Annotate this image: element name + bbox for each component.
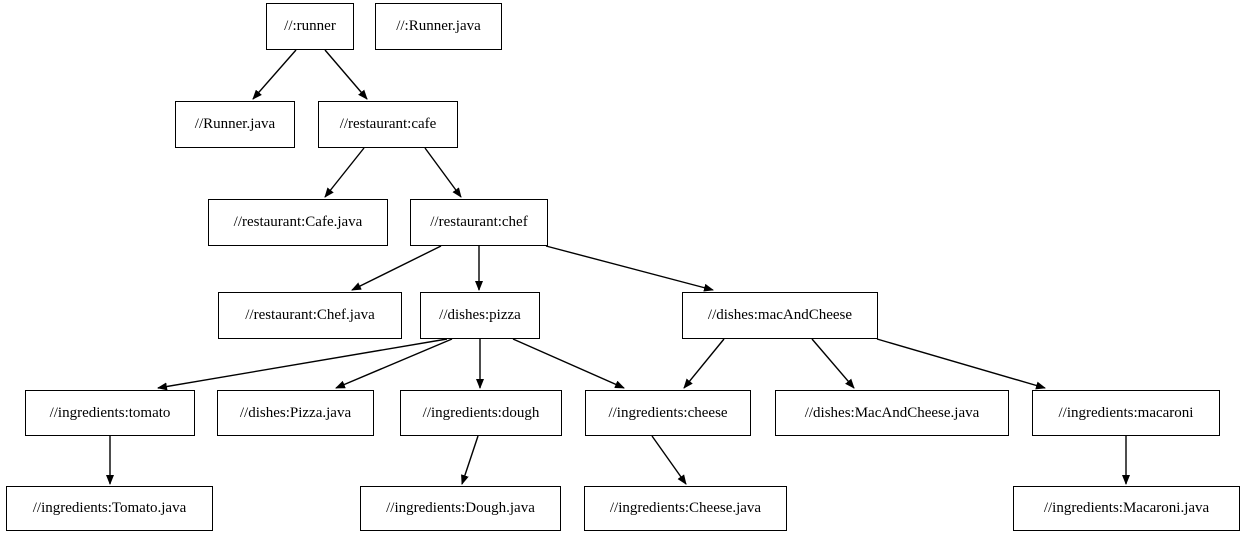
graph-node-label: //ingredients:dough [422,404,540,421]
graph-node-dishes_pizza[interactable]: //dishes:pizza [420,292,540,339]
graph-node-ingredients_cheese[interactable]: //ingredients:cheese [585,390,751,436]
graph-node-label: //:Runner.java [396,18,481,34]
graph-node-dishes_pizza_java[interactable]: //dishes:Pizza.java [217,390,374,436]
graph-edge-restaurant_cafe-to-restaurant_chef [424,147,462,198]
graph-node-label: //ingredients:Tomato.java [32,500,187,516]
graph-node-label: //dishes:Pizza.java [239,404,352,421]
graph-node-dishes_macandcheese[interactable]: //dishes:macAndCheese [682,292,878,339]
graph-edge-ingredients_cheese-to-ingredients_cheese_java [651,435,687,485]
graph-node-label: //:runner [284,18,336,34]
graph-node-label: //ingredients:Dough.java [386,500,535,516]
graph-node-label: //ingredients:tomato [49,404,171,421]
graph-node-label: //restaurant:cafe [339,116,437,132]
graph-node-ingredients_cheese_java[interactable]: //ingredients:Cheese.java [584,486,787,531]
graph-edge-runner_target-to-restaurant_cafe [324,49,368,100]
graph-node-ingredients_tomato_java[interactable]: //ingredients:Tomato.java [6,486,213,531]
graph-node-label: //ingredients:Macaroni.java [1043,500,1210,516]
graph-node-label: //dishes:pizza [439,307,521,323]
graph-edge-dishes_macandcheese-to-ingredients_macaroni [876,338,1046,390]
graph-node-label: //ingredients:cheese [608,404,728,421]
graph-node-label: //Runner.java [194,116,276,132]
graph-node-restaurant_chef_java[interactable]: //restaurant:Chef.java [218,292,402,339]
graph-node-label: //ingredients:Cheese.java [609,500,762,516]
graph-edge-runner_target-to-runner_java [252,49,297,100]
graph-edge-restaurant_cafe-to-restaurant_cafe_java [324,147,365,198]
graph-edge-dishes_pizza-to-ingredients_cheese [512,338,625,389]
graph-node-label: //restaurant:Chef.java [245,307,375,323]
graph-edge-dishes_pizza-to-ingredients_tomato [157,338,448,391]
graph-edge-restaurant_chef-to-restaurant_chef_java [351,245,442,291]
graph-node-ingredients_tomato[interactable]: //ingredients:tomato [25,390,195,436]
graph-node-runner_java_root[interactable]: //:Runner.java [375,3,502,50]
graph-node-label: //ingredients:macaroni [1058,404,1194,421]
graph-edge-restaurant_chef-to-dishes_macandcheese [545,245,714,292]
graph-node-label: //restaurant:chef [430,214,528,230]
graph-edge-dishes_macandcheese-to-ingredients_cheese [683,338,725,389]
graph-node-ingredients_macaroni_java[interactable]: //ingredients:Macaroni.java [1013,486,1240,531]
graph-node-dishes_macandcheese_java[interactable]: //dishes:MacAndCheese.java [775,390,1009,436]
graph-node-restaurant_cafe_java[interactable]: //restaurant:Cafe.java [208,199,388,246]
graph-node-label: //dishes:macAndCheese [707,307,853,323]
graph-node-label: //dishes:MacAndCheese.java [804,404,980,421]
graph-node-ingredients_macaroni[interactable]: //ingredients:macaroni [1032,390,1220,436]
graph-node-runner_target[interactable]: //:runner [266,3,354,50]
graph-node-restaurant_chef[interactable]: //restaurant:chef [410,199,548,246]
graph-node-label: //restaurant:Cafe.java [233,214,363,230]
graph-edge-dishes_pizza-to-dishes_pizza_java [335,338,453,389]
graph-node-restaurant_cafe[interactable]: //restaurant:cafe [318,101,458,148]
graph-node-ingredients_dough[interactable]: //ingredients:dough [400,390,562,436]
graph-edge-dishes_macandcheese-to-dishes_macandcheese_java [811,338,855,389]
graph-node-runner_java[interactable]: //Runner.java [175,101,295,148]
graph-edge-ingredients_dough-to-ingredients_dough_java [461,435,479,485]
graph-node-ingredients_dough_java[interactable]: //ingredients:Dough.java [360,486,561,531]
